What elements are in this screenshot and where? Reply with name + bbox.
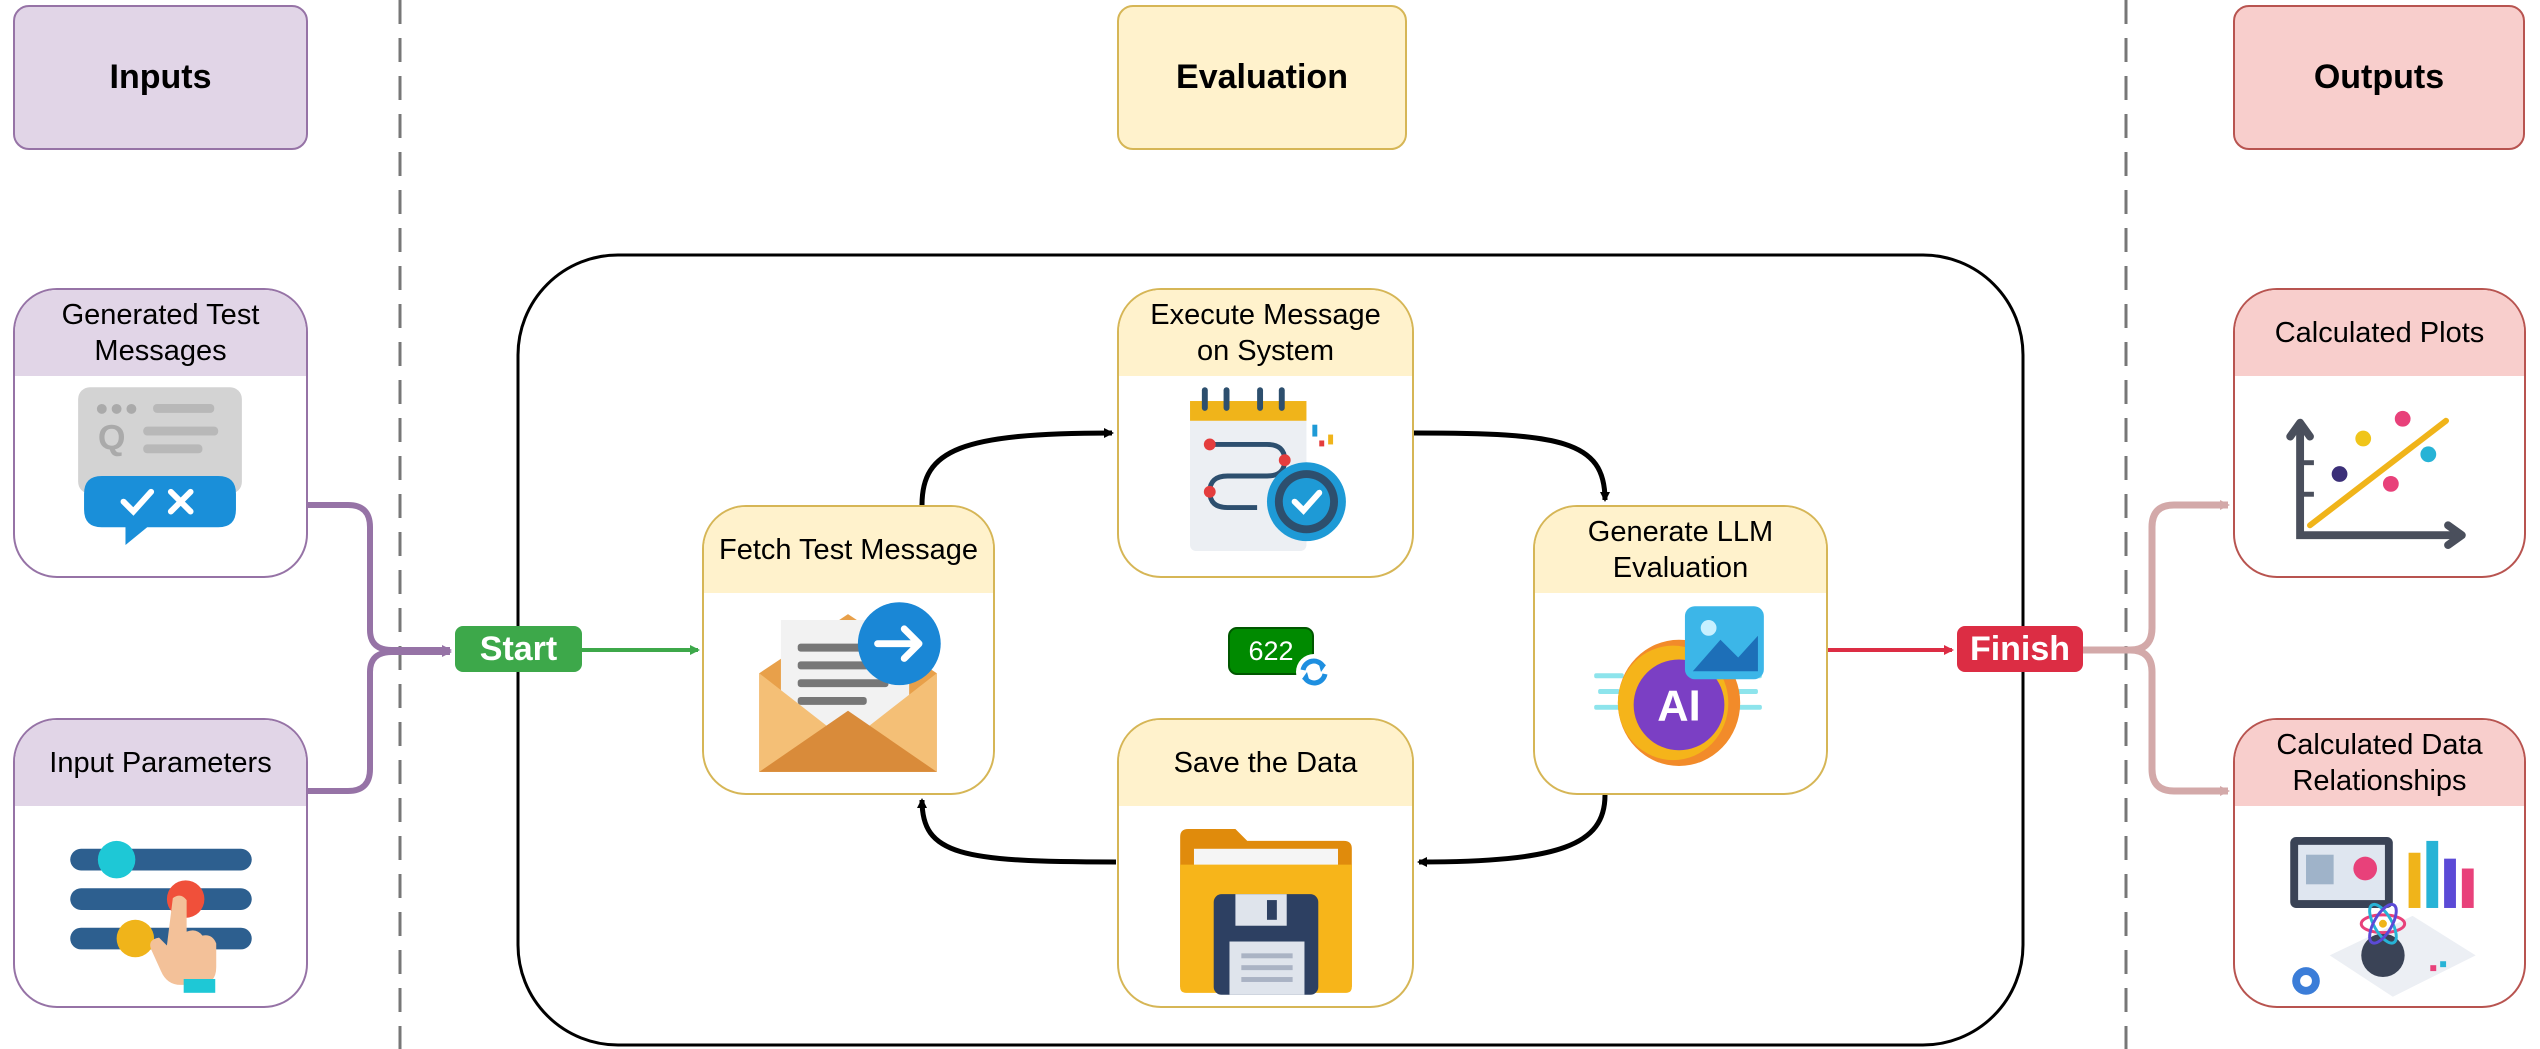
- finish-badge: Finish: [1957, 626, 2083, 672]
- node-fetch-test-message: Fetch Test Message: [702, 505, 995, 795]
- header-evaluation: Evaluation: [1117, 5, 1407, 150]
- node-input-parameters-title: Input Parameters: [15, 720, 306, 806]
- node-execute-message: Execute Message on System: [1117, 288, 1414, 578]
- arrow-generate-to-save: [1417, 794, 1608, 867]
- finish-label: Finish: [1969, 629, 2071, 668]
- arrow-finish-to-relationships: [2082, 646, 2230, 796]
- node-generate-title: Generate LLM Evaluation: [1535, 507, 1826, 593]
- iteration-counter-value: 622: [1248, 635, 1294, 666]
- node-calculated-plots: Calculated Plots: [2233, 288, 2526, 578]
- header-outputs-label: Outputs: [2313, 58, 2445, 96]
- node-fetch-title: Fetch Test Message: [704, 507, 993, 593]
- svg-text:Q: Q: [98, 417, 126, 457]
- refresh-icon: [1296, 654, 1332, 690]
- arrow-save-to-fetch: [917, 798, 1117, 865]
- folder-floppy-icon: [1180, 829, 1352, 995]
- envelope-icon: [759, 602, 941, 772]
- arrow-parameters-to-start: [308, 647, 452, 794]
- node-calculated-plots-title: Calculated Plots: [2235, 290, 2524, 376]
- calendar-gear-icon: [1190, 387, 1346, 551]
- arrow-finish-to-plots: [2082, 500, 2230, 654]
- node-calculated-data-relationships: Calculated Data Relationships: [2233, 718, 2526, 1008]
- header-inputs-label: Inputs: [109, 58, 212, 96]
- node-generated-test-messages: Generated Test Messages Q: [13, 288, 308, 578]
- node-generate-llm-evaluation: Generate LLM Evaluation AI: [1533, 505, 1828, 795]
- arrow-fetch-to-execute: [919, 428, 1114, 506]
- node-save-the-data: Save the Data: [1117, 718, 1414, 1008]
- header-evaluation-label: Evaluation: [1176, 58, 1348, 96]
- node-save-title: Save the Data: [1119, 720, 1412, 806]
- arrow-messages-to-start: [308, 502, 452, 655]
- header-inputs: Inputs: [13, 5, 308, 150]
- svg-text:AI: AI: [1657, 683, 1700, 731]
- start-badge: Start: [455, 626, 582, 672]
- node-input-parameters: Input Parameters: [13, 718, 308, 1008]
- header-outputs: Outputs: [2233, 5, 2525, 150]
- ai-image-icon: AI: [1594, 606, 1764, 766]
- scatter-plot-icon: [2286, 410, 2466, 549]
- chat-check-icon: Q: [78, 387, 242, 546]
- start-label: Start: [479, 629, 558, 668]
- sliders-icon: [70, 840, 252, 993]
- arrow-execute-to-generate: [1413, 430, 1610, 502]
- node-generated-test-messages-title: Generated Test Messages: [15, 290, 306, 376]
- node-calculated-data-relationships-title: Calculated Data Relationships: [2235, 720, 2524, 806]
- analytics-dashboard-icon: [2290, 836, 2476, 997]
- node-execute-title: Execute Message on System: [1119, 290, 1412, 376]
